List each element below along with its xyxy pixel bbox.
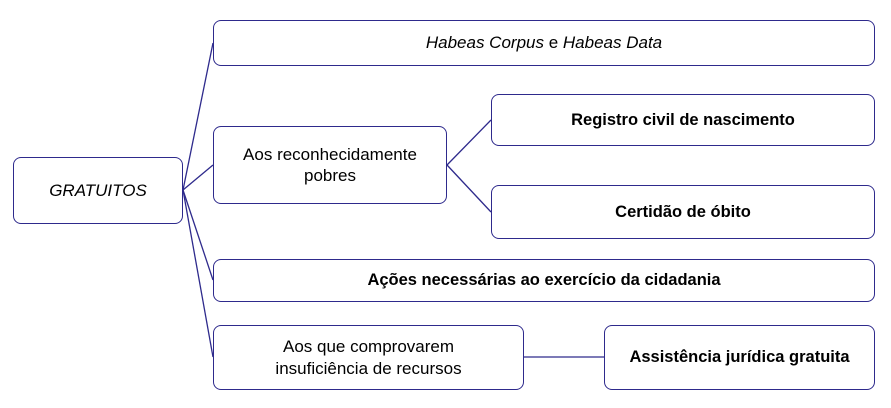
habeas-conjunction-text: e xyxy=(543,33,563,53)
node-habeas-label: Habeas Corpus e Habeas Data xyxy=(426,32,662,53)
connector-root-acoes xyxy=(182,189,214,281)
node-assistencia-label: Assistência jurídica gratuita xyxy=(629,348,850,367)
connector-root-pobres xyxy=(182,164,214,191)
connector-pobres-certidao xyxy=(446,164,492,213)
node-pobres-label: Aos reconhecidamente pobres xyxy=(243,144,417,185)
habeas-data-text: Habeas Data xyxy=(562,33,663,53)
connector-root-recursos xyxy=(182,189,214,358)
node-insuficiencia-recursos: Aos que comprovarem insuficiência de rec… xyxy=(213,325,524,390)
node-acoes-cidadania: Ações necessárias ao exercício da cidada… xyxy=(213,259,875,302)
node-assistencia-juridica: Assistência jurídica gratuita xyxy=(604,325,875,390)
node-registro-label: Registro civil de nascimento xyxy=(571,110,795,129)
node-gratuitos: GRATUITOS xyxy=(13,157,183,224)
connector-root-habeas xyxy=(182,42,214,191)
node-registro-civil: Registro civil de nascimento xyxy=(491,94,875,146)
node-habeas: Habeas Corpus e Habeas Data xyxy=(213,20,875,66)
connector-pobres-registro xyxy=(446,119,492,166)
node-reconhecidamente-pobres: Aos reconhecidamente pobres xyxy=(213,126,447,204)
node-gratuitos-label: GRATUITOS xyxy=(49,180,147,200)
node-certidao-obito: Certidão de óbito xyxy=(491,185,875,239)
node-recursos-label: Aos que comprovarem insuficiência de rec… xyxy=(275,337,462,378)
node-certidao-label: Certidão de óbito xyxy=(615,202,751,221)
node-acoes-label: Ações necessárias ao exercício da cidada… xyxy=(367,271,721,290)
habeas-corpus-text: Habeas Corpus xyxy=(425,33,544,53)
